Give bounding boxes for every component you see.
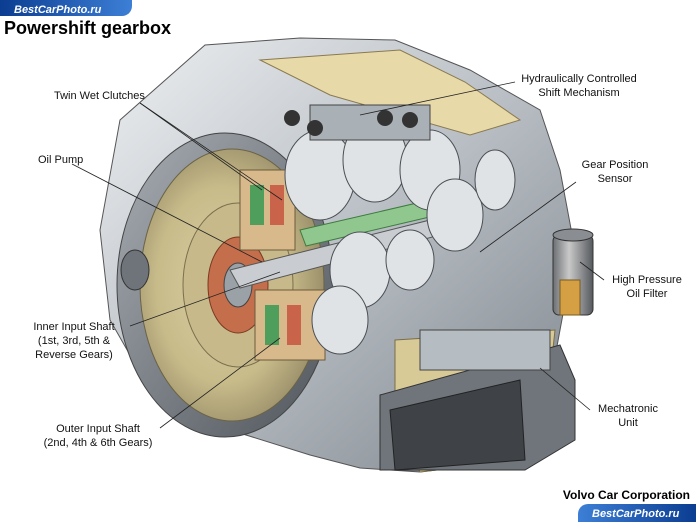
side-mount	[120, 249, 150, 291]
watermark-text-bottom: BestCarPhoto.ru	[592, 508, 680, 520]
credit-text: Volvo Car Corporation	[562, 488, 690, 502]
watermark-text-top: BestCarPhoto.ru	[14, 4, 102, 16]
shift-mechanism	[284, 104, 431, 141]
label-high-pressure-oil-filter: High Pressure Oil Filter	[612, 274, 682, 300]
leader-lines	[71, 81, 605, 429]
label-gear-position-sensor: Gear Position Sensor	[581, 159, 649, 185]
watermark-logo-top: BestCarPhoto.ru	[0, 0, 132, 16]
mechatronic-unit	[379, 329, 576, 471]
oil-filter	[552, 228, 594, 316]
watermark-logo-bottom: BestCarPhoto.ru	[578, 504, 696, 522]
page-title: Powershift gearbox	[4, 18, 172, 38]
label-outer-input-shaft: Outer Input Shaft (2nd, 4th & 6th Gears)	[43, 423, 153, 449]
label-inner-input-shaft: Inner Input Shaft (1st, 3rd, 5th & Rever…	[33, 321, 115, 361]
label-twin-wet-clutches: Twin Wet Clutches	[54, 90, 145, 102]
label-mechatronic-unit: Mechatronic Unit	[598, 403, 658, 429]
label-hydraulic-shift-mechanism: Hydraulically Controlled Shift Mechanism	[521, 73, 637, 99]
label-oil-pump: Oil Pump	[38, 154, 84, 166]
